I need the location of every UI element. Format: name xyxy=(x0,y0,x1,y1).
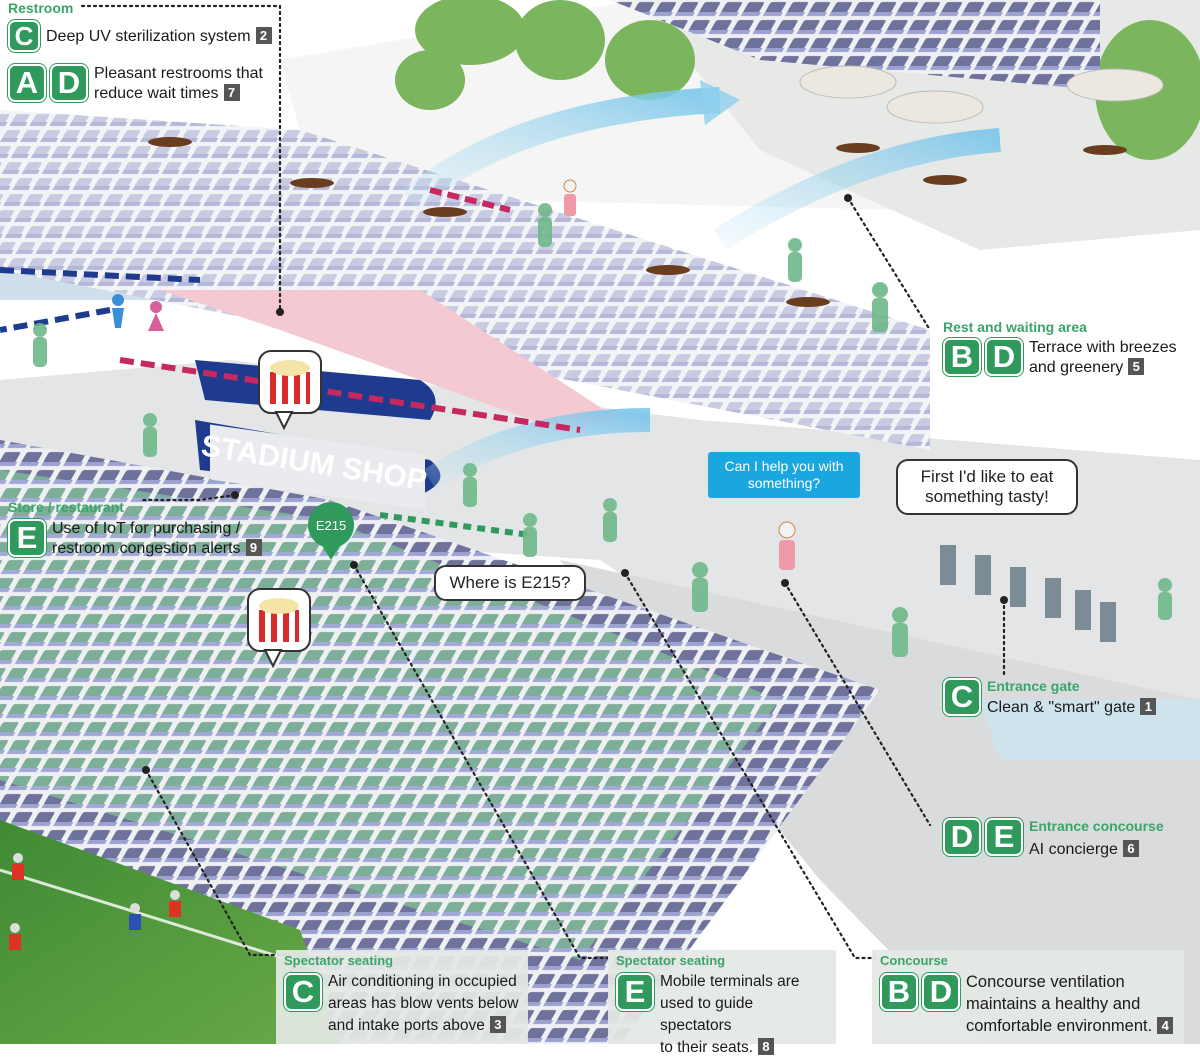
store-number: 9 xyxy=(245,539,262,556)
leader-lines xyxy=(80,4,1006,960)
rest-area-line1: Terrace with breezes xyxy=(1029,339,1177,356)
entrance-gate-text: Clean & "smart" gate xyxy=(987,699,1136,716)
concourse-line1: Concourse ventilation xyxy=(966,973,1125,991)
seat-pin-label: E215 xyxy=(316,518,346,533)
rest-area-number: 5 xyxy=(1128,358,1145,375)
clean-c-icon: C xyxy=(942,677,982,717)
umbrellas xyxy=(799,65,1164,124)
water-feature xyxy=(980,700,1200,760)
airflow-arrow xyxy=(423,408,651,491)
seating-ac-category: Spectator seating xyxy=(284,953,394,968)
clean-c-icon: C xyxy=(7,19,41,53)
seating-ac-line2: areas has blow vents below xyxy=(328,995,519,1012)
concourse-number: 4 xyxy=(1157,1017,1174,1034)
flow-arrow xyxy=(119,357,581,433)
flow-arrow xyxy=(429,187,511,213)
e-icon: E xyxy=(615,972,655,1012)
d-icon: D xyxy=(984,337,1024,377)
entrance-gate-category: Entrance gate xyxy=(987,678,1080,694)
entrance-gate-number: 1 xyxy=(1140,698,1157,715)
rest-area-callout: Rest and waiting area B D Terrace with b… xyxy=(942,319,1193,378)
robot-upper xyxy=(563,179,577,216)
d-icon: D xyxy=(49,63,89,103)
seating-ac-panel: Spectator seating C Air conditioning in … xyxy=(276,950,528,1044)
robot-concierge xyxy=(778,521,796,570)
restroom-female-pin xyxy=(148,301,164,331)
concourse-category: Concourse xyxy=(880,953,948,968)
airflow-arrow xyxy=(401,87,721,211)
flow-arrow xyxy=(0,307,111,333)
seating-ac-number: 3 xyxy=(489,1016,506,1033)
lower-seating-overlay xyxy=(0,470,780,960)
rest-area-line2: and greenery xyxy=(1029,359,1124,376)
seating-mobile-line3: to their seats. xyxy=(660,1039,754,1056)
restroom-roof xyxy=(160,290,620,430)
field-players xyxy=(9,853,181,950)
concourse-line2: maintains a healthy and xyxy=(966,995,1141,1013)
store-line1: Use of IoT for purchasing / xyxy=(52,520,241,537)
flow-arrow xyxy=(379,512,531,538)
seat-location-pin: E215 xyxy=(308,502,354,560)
seating-ac-line1: Air conditioning in occupied xyxy=(328,973,517,990)
clean-c-icon: C xyxy=(283,972,323,1012)
airflow-arrow xyxy=(713,128,1001,251)
rest-area-category: Rest and waiting area xyxy=(943,319,1087,335)
b-icon: B xyxy=(879,972,919,1012)
uv-sterilization-text: Deep UV sterilization system xyxy=(46,28,251,45)
where-speech-text: Where is E215? xyxy=(449,573,571,592)
seating-mobile-line2: used to guide spectators xyxy=(660,995,754,1034)
restroom-male-pin xyxy=(112,294,124,328)
seating-mobile-line1: Mobile terminals are xyxy=(660,973,800,990)
e-icon: E xyxy=(7,518,47,558)
d-icon: D xyxy=(921,972,961,1012)
pleasant-restrooms-line2: reduce wait times xyxy=(94,85,219,102)
robot-help-bubble: Can I help you with something? xyxy=(708,452,860,498)
pleasant-restrooms-row: A D Pleasant restrooms that reduce wait … xyxy=(7,63,298,104)
seating-mobile-panel: Spectator seating E Mobile terminals are… xyxy=(608,950,836,1056)
d-icon: D xyxy=(942,817,982,857)
flow-arrow xyxy=(0,267,201,283)
entrance-gates xyxy=(940,545,1116,642)
pleasant-restrooms-line1: Pleasant restrooms that xyxy=(94,65,263,82)
leader-dots xyxy=(142,194,1008,774)
where-speech-bubble: Where is E215? xyxy=(434,565,586,601)
seating-mobile-number: 8 xyxy=(758,1038,775,1055)
cafe-tables xyxy=(148,137,1127,307)
wait-item-number: 7 xyxy=(223,84,240,101)
upper-seating-block xyxy=(0,110,930,450)
spectator-figures xyxy=(33,203,1172,657)
entrance-concourse-text: AI concierge xyxy=(1029,841,1118,858)
store-line2: restroom congestion alerts xyxy=(52,540,241,557)
concourse-panel: Concourse B D Concourse ventilation main… xyxy=(872,950,1184,1044)
eat-speech-bubble: First I'd like to eat something tasty! xyxy=(896,459,1078,515)
seating-mobile-category: Spectator seating xyxy=(616,953,726,968)
playing-field xyxy=(0,820,340,1044)
restroom-category: Restroom xyxy=(8,0,74,16)
e-icon: E xyxy=(984,817,1024,857)
b-icon: B xyxy=(942,337,982,377)
seating-ac-line3: and intake ports above xyxy=(328,1017,485,1034)
store-callout: Store / restaurant E Use of IoT for purc… xyxy=(7,499,298,559)
concourse-line3: comfortable environment. xyxy=(966,1017,1153,1035)
popcorn-bubble-seats xyxy=(247,588,311,669)
popcorn-bubble-shop xyxy=(258,350,322,431)
a-icon: A xyxy=(7,63,47,103)
entrance-concourse-number: 6 xyxy=(1122,840,1139,857)
eat-speech-text: First I'd like to eat something tasty! xyxy=(920,467,1054,506)
robot-help-text: Can I help you with something? xyxy=(724,458,844,491)
store-category: Store / restaurant xyxy=(8,499,124,515)
uv-item-number: 2 xyxy=(255,27,272,44)
entrance-concourse-category: Entrance concourse xyxy=(1029,818,1164,834)
top-right-seating-block xyxy=(610,0,1100,90)
